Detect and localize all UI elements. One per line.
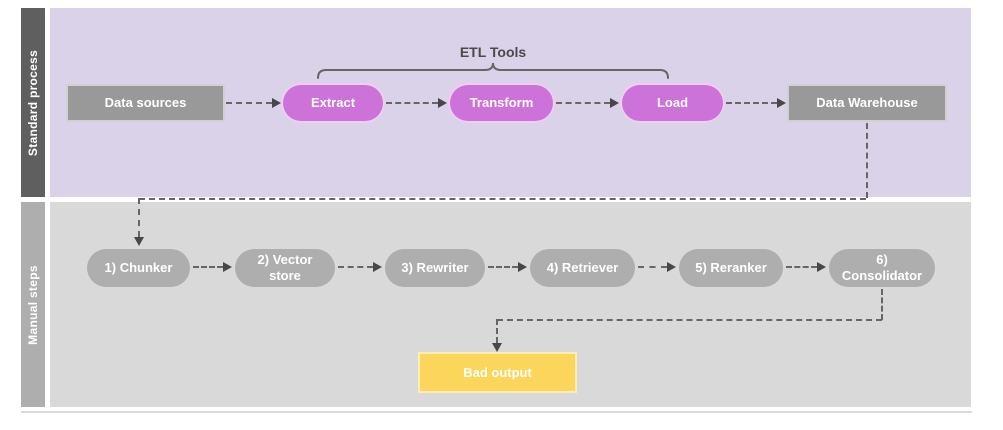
arrow-right-icon bbox=[272, 98, 281, 108]
connector-consolidator-badoutput-across bbox=[497, 319, 882, 321]
connector-datasources-extract bbox=[226, 102, 272, 104]
node-reranker: 5) Reranker bbox=[677, 247, 785, 289]
node-retriever: 4) Retriever bbox=[528, 247, 637, 289]
arrow-right-icon bbox=[438, 98, 447, 108]
lane-manual-steps-label: Manual steps bbox=[26, 264, 40, 345]
node-chunker: 1) Chunker bbox=[85, 247, 192, 289]
arrow-down-icon bbox=[492, 343, 502, 352]
node-data-warehouse: Data Warehouse bbox=[787, 84, 947, 122]
connector-retriever-reranker bbox=[638, 266, 667, 268]
lane-standard-process-label: Standard process bbox=[26, 49, 41, 156]
node-data-sources: Data sources bbox=[66, 84, 225, 122]
connector-transform-load bbox=[556, 102, 610, 104]
node-vector-store: 2) Vector store bbox=[233, 247, 337, 289]
node-vector-store-label: 2) Vector store bbox=[257, 252, 313, 283]
etl-tools-label: ETL Tools bbox=[459, 44, 527, 60]
node-transform: Transform bbox=[448, 83, 555, 123]
node-chunker-label: 1) Chunker bbox=[104, 260, 173, 276]
connector-extract-transform bbox=[386, 102, 438, 104]
connector-warehouse-chunker-drop bbox=[138, 198, 140, 237]
node-data-sources-label: Data sources bbox=[104, 95, 187, 111]
node-extract-label: Extract bbox=[310, 95, 356, 111]
arrow-right-icon bbox=[667, 262, 676, 272]
node-consolidator: 6) Consolidator bbox=[827, 247, 937, 289]
node-load-label: Load bbox=[656, 95, 689, 111]
lane-manual-steps-bar: Manual steps bbox=[21, 202, 45, 407]
node-bad-output-label: Bad output bbox=[463, 364, 532, 380]
arrow-right-icon bbox=[610, 98, 619, 108]
node-bad-output: Bad output bbox=[418, 352, 577, 393]
lane-standard-process-bar: Standard process bbox=[21, 8, 45, 197]
arrow-down-icon bbox=[134, 237, 144, 246]
node-retriever-label: 4) Retriever bbox=[546, 260, 619, 276]
connector-chunker-vectorstore bbox=[193, 266, 223, 268]
node-rewriter-label: 3) Rewriter bbox=[401, 260, 469, 276]
connector-consolidator-badoutput-drop bbox=[496, 319, 498, 343]
curly-brace-icon bbox=[317, 62, 669, 79]
connector-reranker-consolidator bbox=[786, 266, 817, 268]
node-consolidator-label: 6) Consolidator bbox=[841, 252, 923, 283]
node-transform-label: Transform bbox=[469, 95, 534, 111]
node-reranker-label: 5) Reranker bbox=[695, 260, 767, 276]
connector-rewriter-retriever bbox=[488, 266, 518, 268]
connector-warehouse-chunker-down bbox=[866, 123, 868, 198]
node-extract: Extract bbox=[281, 83, 385, 123]
arrow-right-icon bbox=[518, 262, 527, 272]
node-load: Load bbox=[620, 83, 725, 123]
arrow-right-icon bbox=[817, 262, 826, 272]
node-data-warehouse-label: Data Warehouse bbox=[816, 95, 918, 111]
connector-consolidator-badoutput-down bbox=[881, 289, 883, 320]
arrow-right-icon bbox=[777, 98, 786, 108]
arrow-right-icon bbox=[373, 262, 382, 272]
node-rewriter: 3) Rewriter bbox=[383, 247, 487, 289]
connector-load-warehouse bbox=[726, 102, 777, 104]
diagram-bottom-rule bbox=[21, 411, 972, 413]
connector-vectorstore-rewriter bbox=[338, 266, 373, 268]
connector-warehouse-chunker-across bbox=[139, 198, 866, 200]
arrow-right-icon bbox=[223, 262, 232, 272]
